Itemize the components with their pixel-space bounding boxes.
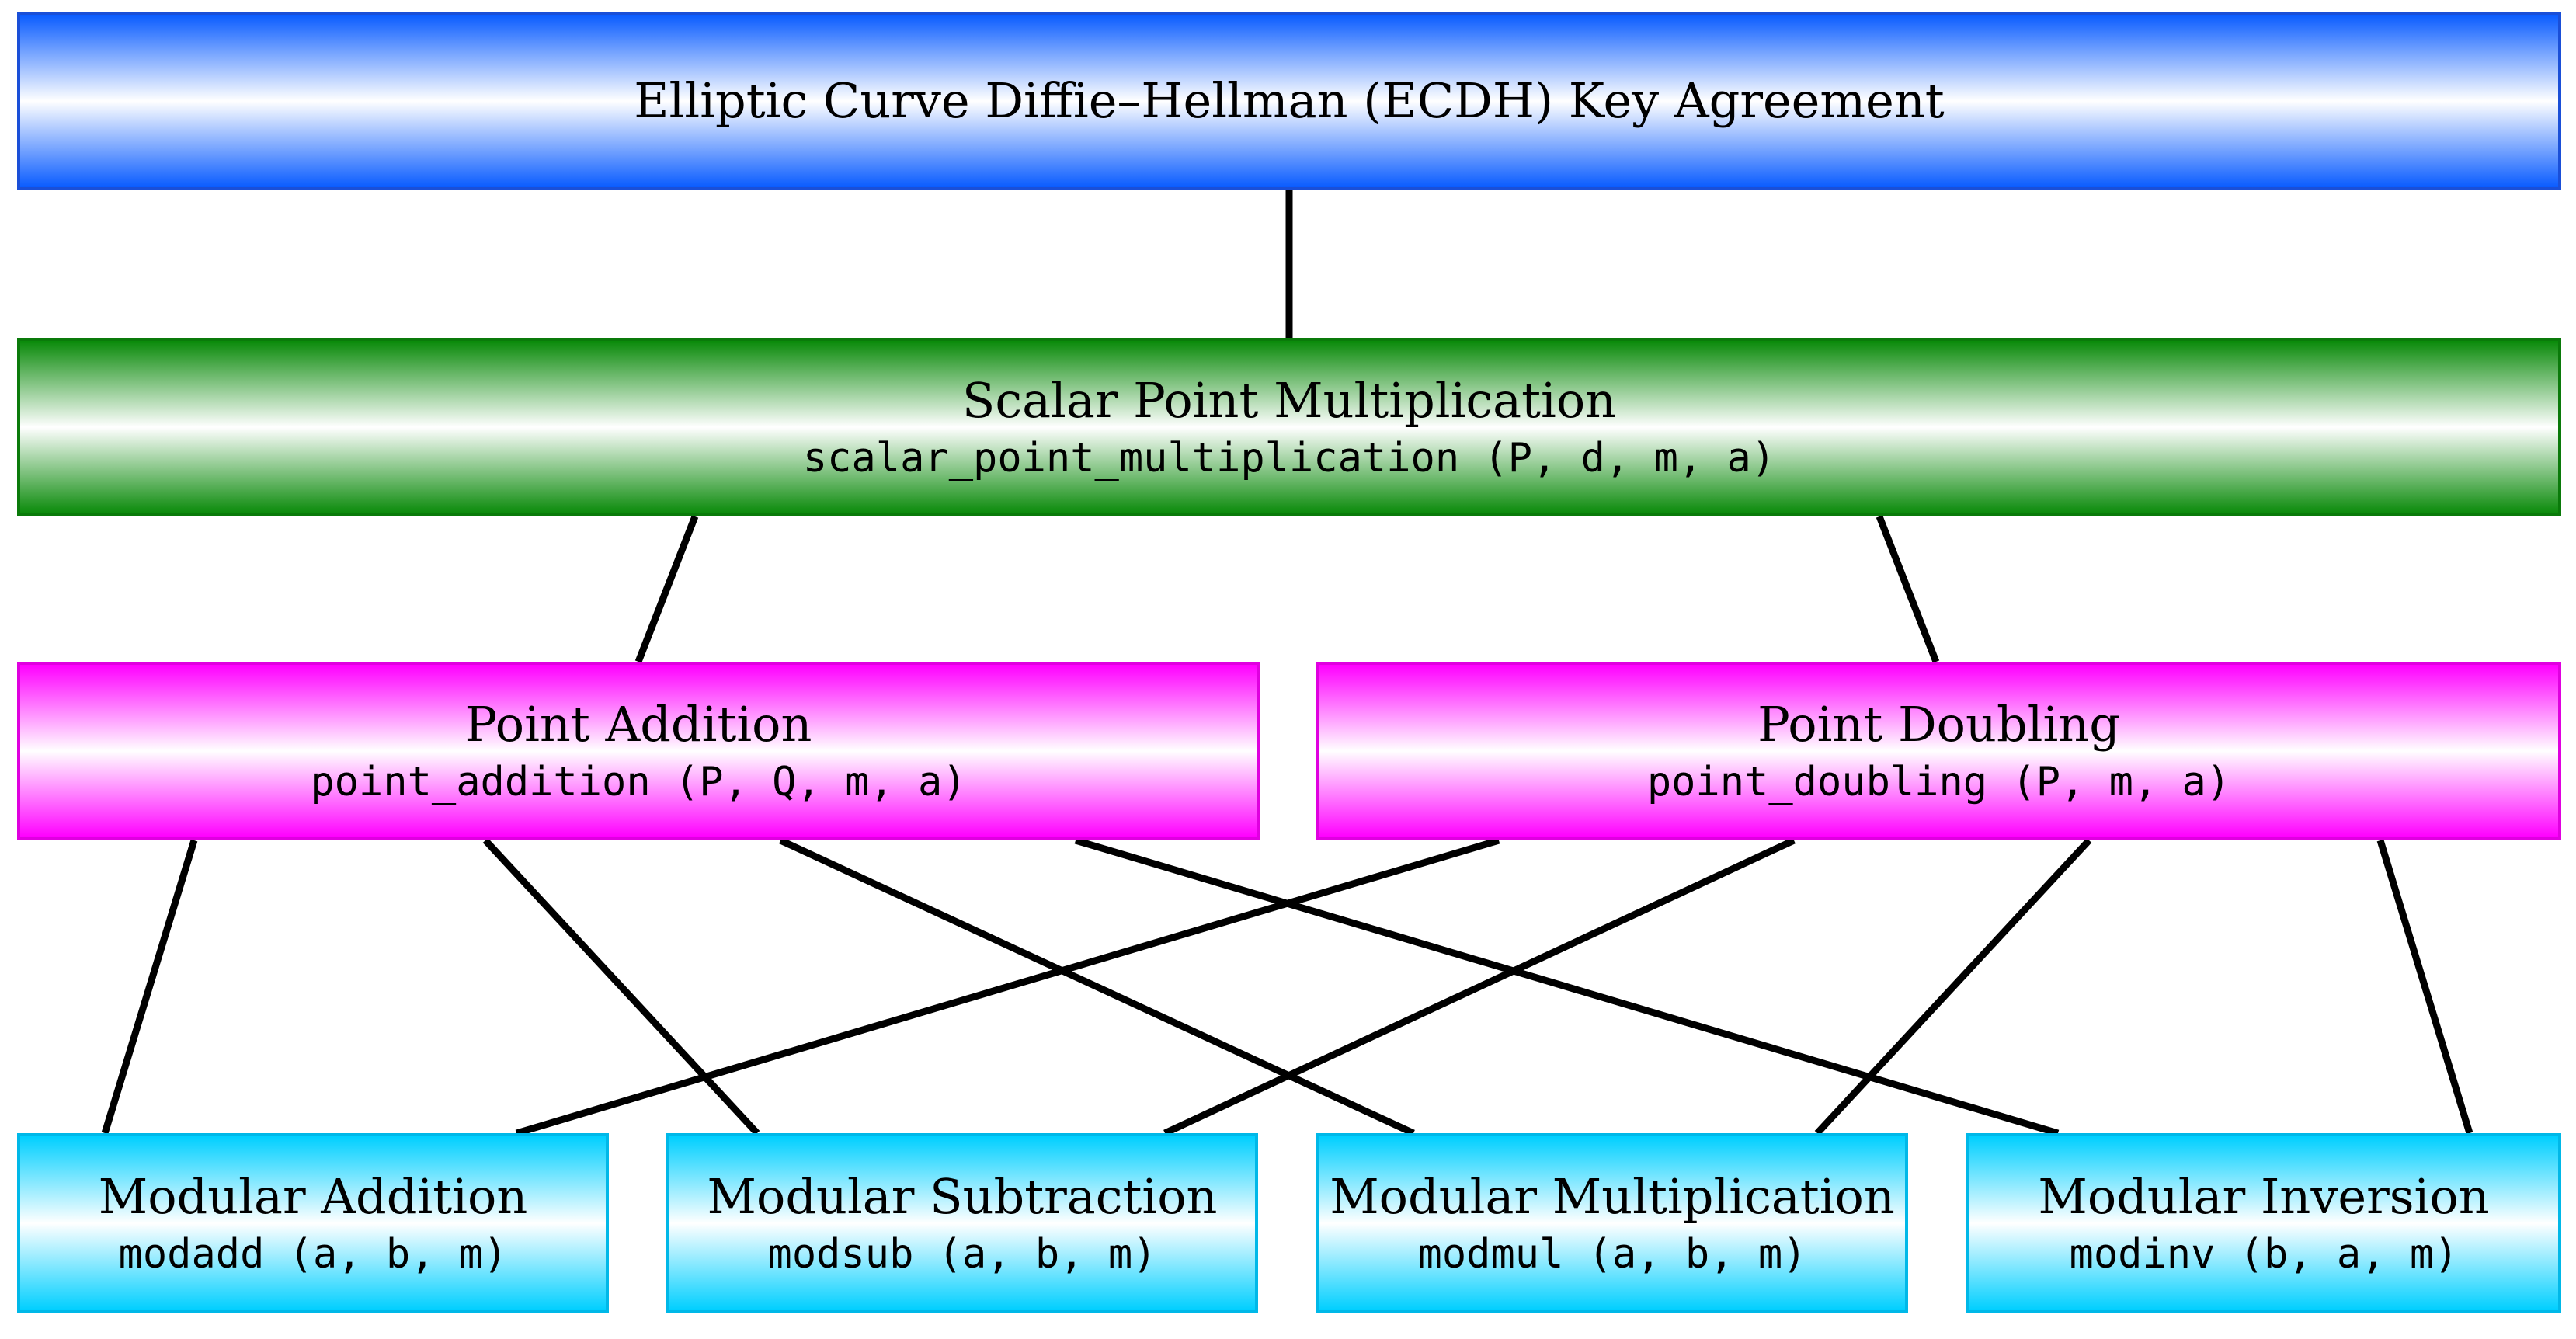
- edge-spm-pdbl: [1876, 515, 1940, 663]
- modular-multiplication-node: Modular Multiplication modmul (a, b, m): [1316, 1133, 1908, 1313]
- spm-code: scalar_point_multiplication (P, d, m, a): [802, 435, 1776, 482]
- padd-title: Point Addition: [464, 695, 812, 753]
- msub-code: modsub (a, b, m): [767, 1231, 1157, 1278]
- minv-title: Modular Inversion: [2038, 1167, 2490, 1225]
- mmul-code: modmul (a, b, m): [1417, 1231, 1807, 1278]
- minv-code: modinv (b, a, m): [2069, 1231, 2459, 1278]
- point-addition-node: Point Addition point_addition (P, Q, m, …: [17, 662, 1260, 840]
- msub-title: Modular Subtraction: [707, 1167, 1218, 1225]
- pdbl-title: Point Doubling: [1757, 695, 2120, 753]
- point-doubling-node: Point Doubling point_doubling (P, m, a): [1316, 662, 2561, 840]
- mmul-title: Modular Multiplication: [1330, 1167, 1895, 1225]
- edge-padd-mmul: [779, 836, 1415, 1137]
- madd-title: Modular Addition: [98, 1167, 528, 1225]
- spm-title: Scalar Point Multiplication: [961, 371, 1617, 429]
- ecdh-node: Elliptic Curve Diffie–Hellman (ECDH) Key…: [17, 12, 2561, 190]
- edge-pdbl-msub: [1163, 836, 1796, 1137]
- edge-padd-madd: [101, 839, 198, 1135]
- edge-pdbl-mmul: [1814, 837, 2092, 1136]
- edge-spm-padd: [634, 515, 699, 663]
- modular-subtraction-node: Modular Subtraction modsub (a, b, m): [666, 1133, 1258, 1313]
- madd-code: modadd (a, b, m): [118, 1231, 508, 1278]
- modular-addition-node: Modular Addition modadd (a, b, m): [17, 1133, 609, 1313]
- pdbl-code: point_doubling (P, m, a): [1646, 759, 2231, 805]
- modular-inversion-node: Modular Inversion modinv (b, a, m): [1966, 1133, 2561, 1313]
- edge-pdbl-madd: [515, 836, 1500, 1137]
- scalar-point-multiplication-node: Scalar Point Multiplication scalar_point…: [17, 338, 2561, 516]
- edge-padd-minv: [1074, 836, 2060, 1137]
- edge-pdbl-minv: [2376, 839, 2473, 1135]
- edge-padd-msub: [482, 837, 760, 1136]
- padd-code: point_addition (P, Q, m, a): [310, 759, 967, 805]
- ecdh-title: Elliptic Curve Diffie–Hellman (ECDH) Key…: [634, 71, 1945, 129]
